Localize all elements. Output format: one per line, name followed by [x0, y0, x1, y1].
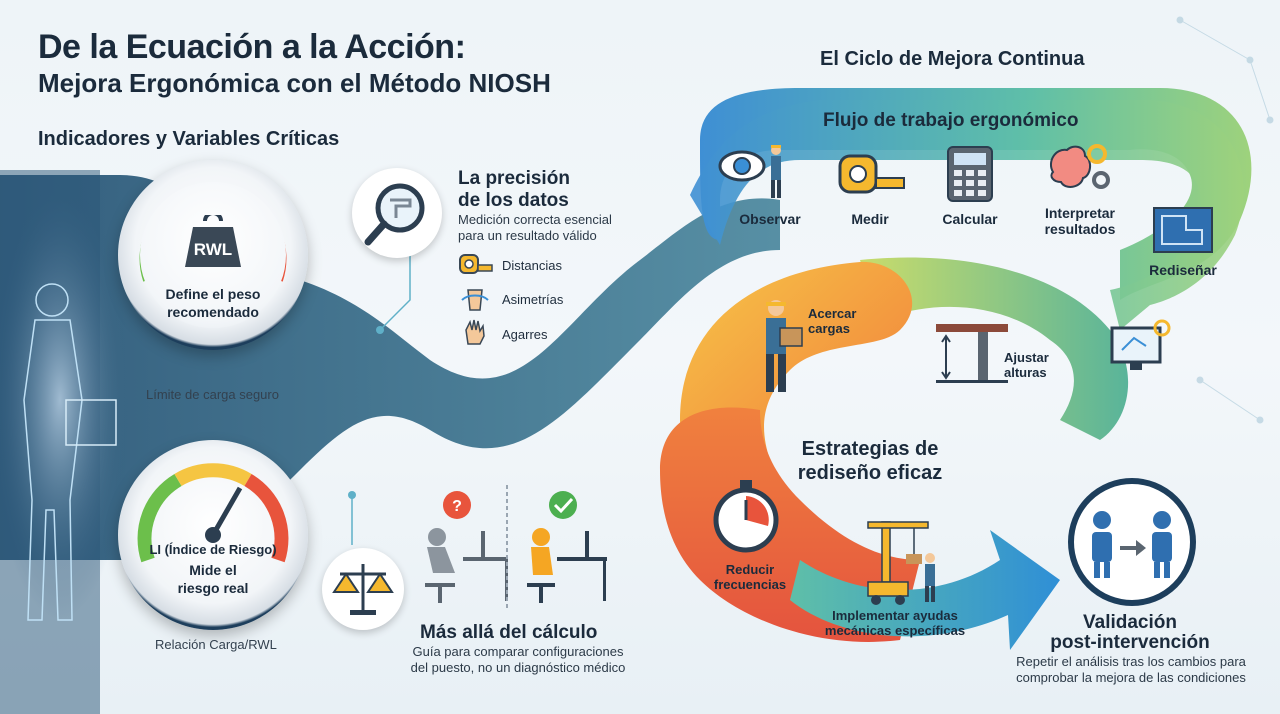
- indicators-heading: Indicadores y Variables Críticas: [38, 128, 340, 150]
- comparison-divider: [506, 485, 508, 610]
- validation-badge: [1068, 478, 1196, 606]
- crane-lift-icon: [867, 521, 935, 605]
- rwl-gauge: RWL Define el peso recomendado: [118, 160, 308, 350]
- blueprint-icon: [1153, 207, 1213, 253]
- li-gauge-arc: [137, 463, 289, 563]
- stopwatch-icon: [713, 480, 779, 553]
- strategies-title-1: Estrategias de: [801, 438, 939, 460]
- precision-desc-2: para un resultado válido: [458, 228, 597, 243]
- strategy-reduce-frequency: Reducir frecuencias: [713, 562, 787, 592]
- workflow-step-interpret: Interpretar resultados: [1044, 205, 1116, 237]
- rwl-badge: RWL: [193, 240, 233, 259]
- brain-gears-icon: [1049, 144, 1110, 189]
- workflow-step-redesign: Rediseñar: [1149, 262, 1217, 278]
- validation-desc-2: comprobar la mejora de las condiciones: [1016, 670, 1246, 685]
- calculator-icon: [947, 146, 993, 202]
- magnifier-icon: [364, 183, 425, 246]
- worker-carrying-box-icon: [766, 300, 803, 392]
- cycle-heading: El Ciclo de Mejora Continua: [820, 48, 1085, 70]
- rwl-label-1: Define el peso: [165, 286, 261, 302]
- tape-measure-icon: [459, 254, 493, 274]
- strategy-mechanical-aids: Implementar ayudas mecánicas específicas: [824, 608, 966, 638]
- li-label-3: riesgo real: [177, 580, 249, 596]
- strategy-bring-closer: Acercar cargas: [808, 306, 857, 336]
- beyond-desc-2: del puesto, no un diagnóstico médico: [410, 660, 626, 675]
- torso-twist-icon: [461, 289, 489, 311]
- tape-measure-large-icon: [838, 154, 905, 194]
- rwl-label-2: recomendado: [167, 304, 259, 320]
- workflow-step-calculate: Calcular: [942, 211, 998, 227]
- precision-title-2: de los datos: [458, 190, 569, 211]
- strategy-adjust-heights: Ajustar alturas: [1004, 350, 1049, 380]
- beyond-desc-1: Guía para comparar configuraciones: [412, 644, 624, 659]
- precision-desc-1: Medición correcta esencial: [458, 212, 612, 227]
- balance-badge: [322, 548, 404, 630]
- good-posture-illustration: [527, 491, 607, 603]
- validation-desc-1: Repetir el análisis tras los cambios par…: [1016, 654, 1246, 669]
- li-caption: Relación Carga/RWL: [155, 637, 277, 652]
- precision-item-distances: Distancias: [502, 258, 562, 273]
- beyond-title: Más allá del cálculo: [420, 622, 598, 643]
- validation-title-2: post-intervención: [1050, 632, 1210, 653]
- rwl-caption: Límite de carga seguro: [146, 387, 279, 402]
- strategies-title-2: rediseño eficaz: [797, 462, 943, 484]
- li-label-2: Mide el: [189, 562, 237, 578]
- eye-worker-icon: [718, 145, 781, 198]
- workflow-title: Flujo de trabajo ergonómico: [823, 110, 1079, 131]
- workflow-step-measure: Medir: [851, 211, 889, 227]
- height-adjust-desk-icon: [936, 324, 1008, 383]
- before-after-people-icon: [1092, 511, 1172, 578]
- validation-title-1: Validación: [1083, 612, 1177, 633]
- li-gauge: LI (Índice de Riesgo) Mide el riesgo rea…: [118, 440, 308, 630]
- workflow-step-observe: Observar: [739, 211, 801, 227]
- magnifier-badge: [352, 168, 442, 258]
- precision-item-asymmetries: Asimetrías: [502, 292, 564, 307]
- bad-posture-illustration: ?: [425, 491, 508, 603]
- precision-title-1: La precisión: [458, 168, 570, 189]
- main-title: De la Ecuación a la Acción:: [38, 28, 466, 66]
- hand-grip-icon: [465, 319, 485, 345]
- computer-design-icon: [1110, 319, 1171, 370]
- precision-item-grips: Agarres: [502, 327, 548, 342]
- svg-text:?: ?: [452, 498, 462, 515]
- li-label-1: LI (Índice de Riesgo): [149, 542, 277, 557]
- main-subtitle: Mejora Ergonómica con el Método NIOSH: [38, 68, 551, 98]
- balance-scale-icon: [332, 564, 394, 615]
- weight-icon: [185, 215, 241, 267]
